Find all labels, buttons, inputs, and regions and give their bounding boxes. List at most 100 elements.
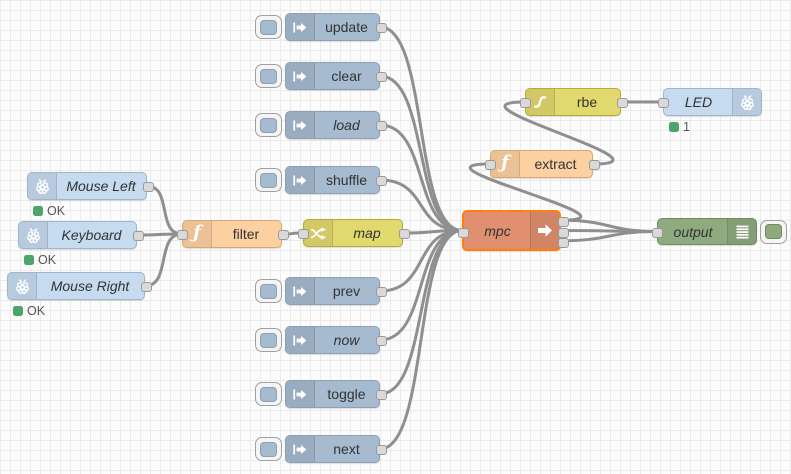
status-dot	[24, 255, 34, 265]
button-inner	[260, 386, 277, 402]
output-port[interactable]	[376, 72, 387, 82]
input-port[interactable]	[652, 227, 663, 238]
output-port[interactable]	[376, 121, 387, 131]
output-port[interactable]	[141, 282, 152, 292]
icon-band	[286, 327, 315, 353]
node-next[interactable]: next	[285, 435, 387, 463]
input-port[interactable]	[177, 230, 188, 240]
wire-mpc-to-extract[interactable]	[468, 162, 583, 222]
icon-band	[526, 89, 555, 115]
output-port[interactable]	[617, 98, 628, 108]
output-port[interactable]	[133, 231, 144, 241]
wire-now-to-mpc[interactable]	[378, 229, 464, 342]
icon-band	[286, 167, 315, 193]
node-label: Keyboard	[61, 227, 122, 243]
node-label: output	[673, 223, 713, 240]
button-inner	[260, 332, 277, 348]
input-port[interactable]	[520, 98, 531, 108]
button-inner	[260, 283, 277, 299]
icon-band	[727, 219, 756, 244]
wire-load-to-mpc[interactable]	[378, 123, 464, 232]
input-port[interactable]	[485, 160, 496, 170]
rpi-icon	[739, 94, 756, 111]
list-icon	[735, 224, 750, 240]
icon-band	[286, 112, 315, 138]
node-update[interactable]: update	[285, 13, 387, 41]
input-port[interactable]	[458, 227, 469, 238]
debug-toggle-button[interactable]	[760, 219, 787, 244]
status-dot	[33, 206, 43, 216]
inject-button[interactable]	[255, 15, 282, 39]
node-label: shuffle	[326, 172, 367, 188]
output-port[interactable]	[399, 229, 410, 239]
icon-band	[28, 173, 57, 199]
node-mpc[interactable]: mpc	[458, 210, 569, 251]
output-port[interactable]	[589, 160, 600, 170]
output-port[interactable]	[558, 227, 569, 238]
wire-update-to-mpc[interactable]	[378, 25, 464, 232]
node-now[interactable]: now	[285, 326, 387, 354]
output-port[interactable]	[278, 230, 289, 240]
output-port[interactable]	[376, 287, 387, 297]
wire-toggle-to-mpc[interactable]	[378, 229, 464, 396]
inject-button[interactable]	[255, 168, 282, 192]
inject-button[interactable]	[255, 64, 282, 88]
wire-mouse-right-to-filter[interactable]	[143, 232, 184, 288]
inject-button[interactable]	[255, 382, 282, 406]
node-mouse-right[interactable]: Mouse Right	[7, 272, 152, 300]
node-clear[interactable]: clear	[285, 62, 387, 90]
input-port[interactable]	[658, 98, 669, 108]
output-port[interactable]	[143, 182, 154, 192]
inject-icon	[292, 333, 308, 348]
node-shuffle[interactable]: shuffle	[285, 166, 387, 194]
node-status: 1	[669, 120, 690, 134]
wire-shuffle-to-mpc[interactable]	[378, 178, 464, 232]
node-label: next	[333, 441, 360, 457]
inject-button[interactable]	[255, 113, 282, 137]
output-port[interactable]	[376, 390, 387, 400]
output-port[interactable]	[558, 217, 569, 228]
node-label: map	[353, 225, 381, 241]
node-toggle[interactable]: toggle	[285, 380, 387, 408]
icon-band	[286, 63, 315, 89]
icon-band	[530, 212, 559, 249]
node-label: now	[333, 332, 360, 348]
node-label: extract	[534, 156, 577, 172]
node-load[interactable]: load	[285, 111, 387, 139]
node-rbe[interactable]: rbe	[520, 88, 628, 116]
output-port[interactable]	[376, 336, 387, 346]
inject-button[interactable]	[255, 437, 282, 461]
node-label: rbe	[576, 94, 598, 110]
node-status: OK	[13, 304, 45, 318]
node-map[interactable]: map	[298, 219, 410, 247]
node-keyboard[interactable]: Keyboard	[18, 221, 144, 249]
output-port[interactable]	[376, 445, 387, 455]
node-mouse-left[interactable]: Mouse Left	[27, 172, 154, 200]
wire-mpc-to-output[interactable]	[559, 230, 659, 243]
icon-band	[286, 278, 315, 304]
inject-icon	[292, 69, 308, 84]
node-label: Mouse Right	[50, 278, 130, 294]
output-port[interactable]	[376, 176, 387, 186]
wire-next-to-mpc[interactable]	[378, 229, 464, 451]
rpi-icon	[34, 178, 51, 195]
status-text: OK	[27, 304, 46, 318]
node-label: update	[325, 19, 368, 35]
output-port[interactable]	[558, 237, 569, 248]
output-port[interactable]	[376, 23, 387, 33]
node-output[interactable]: output	[652, 218, 757, 245]
wire-clear-to-mpc[interactable]	[378, 74, 464, 232]
inject-button[interactable]	[255, 279, 282, 303]
wire-extract-to-rbe[interactable]	[503, 100, 615, 166]
button-inner	[260, 117, 277, 133]
node-prev[interactable]: prev	[285, 277, 387, 305]
wire-mouse-left-to-filter[interactable]	[145, 184, 184, 236]
button-inner	[260, 441, 277, 457]
inject-button[interactable]	[255, 328, 282, 352]
node-led[interactable]: LED	[658, 88, 762, 116]
input-port[interactable]	[298, 229, 309, 239]
button-inner	[260, 172, 277, 188]
